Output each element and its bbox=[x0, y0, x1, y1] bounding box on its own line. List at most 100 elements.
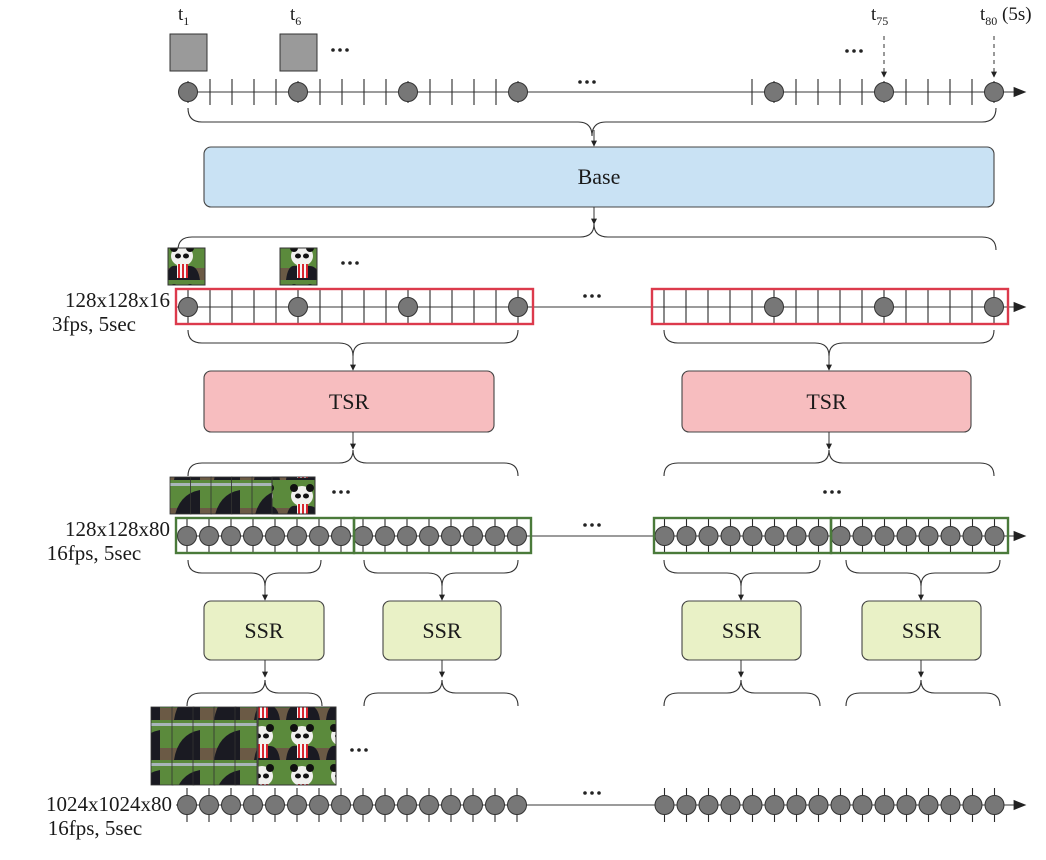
ellipsis-dot bbox=[331, 48, 335, 52]
frame-dot bbox=[742, 795, 763, 815]
frame-dot bbox=[852, 795, 873, 815]
frame-dot bbox=[507, 795, 527, 815]
ssr-window-2 bbox=[352, 516, 533, 555]
brace-to-tsr-right bbox=[663, 329, 995, 357]
tsr-module-left: TSR bbox=[204, 371, 494, 432]
time-label-text: t bbox=[871, 4, 877, 25]
frame-dot bbox=[177, 526, 197, 546]
brace-to-ssr-2 bbox=[363, 559, 519, 587]
frame-dot bbox=[830, 795, 851, 815]
time-label-sub: 80 bbox=[985, 13, 998, 28]
ellipsis-dot bbox=[585, 80, 589, 84]
time-label-t1: t1 bbox=[178, 4, 189, 29]
keyframe-dot bbox=[508, 82, 528, 102]
frame-dot bbox=[309, 795, 329, 815]
base-box bbox=[203, 146, 995, 208]
tsr-box-left bbox=[203, 370, 495, 433]
ellipsis-dot bbox=[597, 523, 601, 527]
brace-ssr-1-out bbox=[186, 679, 323, 707]
frame-dot bbox=[808, 526, 829, 546]
keyframe-dot bbox=[178, 297, 198, 317]
frame-dot bbox=[786, 526, 807, 546]
ssr-module-3: SSR bbox=[682, 601, 801, 660]
panda-thumbnail bbox=[279, 247, 318, 286]
ellipsis-dot bbox=[597, 791, 601, 795]
keyframe-dot bbox=[398, 82, 418, 102]
frame-dot bbox=[698, 795, 719, 815]
tsr-module-right: TSR bbox=[682, 371, 971, 432]
frame-dot bbox=[265, 526, 285, 546]
stage-resolution: 128x128x16 bbox=[65, 288, 170, 312]
frame-dot bbox=[918, 795, 939, 815]
frame-dot bbox=[654, 526, 675, 546]
ssr-window-4 bbox=[829, 516, 1010, 555]
ellipsis-dot bbox=[338, 48, 342, 52]
brace-top-to-base bbox=[187, 107, 997, 137]
frame-dot bbox=[485, 795, 505, 815]
stage-label-1024: 1024x1024x80 16fps, 5sec bbox=[0, 792, 172, 840]
ellipsis-dot bbox=[583, 294, 587, 298]
stage-resolution: 1024x1024x80 bbox=[46, 792, 172, 816]
keyframe-dot bbox=[984, 297, 1004, 317]
stage-resolution: 128x128x80 bbox=[65, 517, 170, 541]
frame-dot bbox=[243, 795, 263, 815]
time-label-t80: t80 (5s) bbox=[980, 4, 1032, 29]
keyframe-dot bbox=[874, 82, 894, 102]
frame-dot bbox=[984, 795, 1005, 815]
time-label-sub: 6 bbox=[295, 13, 302, 28]
keyframe-dot bbox=[398, 297, 418, 317]
keyframe-dot bbox=[178, 82, 198, 102]
ellipsis-dot bbox=[845, 49, 849, 53]
tsr-module-label: TSR bbox=[328, 388, 370, 414]
frame-dot bbox=[764, 526, 785, 546]
ellipsis-dot bbox=[341, 261, 345, 265]
frame-dot bbox=[507, 526, 527, 546]
brace-to-tsr-left bbox=[187, 329, 519, 357]
keyframe-dot bbox=[288, 297, 308, 317]
frame-dot bbox=[309, 526, 329, 546]
frame-dot bbox=[830, 526, 851, 546]
base-module: Base bbox=[204, 147, 994, 207]
frame-dot bbox=[874, 795, 895, 815]
ellipsis-dot bbox=[583, 791, 587, 795]
stage-rate: 3fps, 5sec bbox=[52, 312, 136, 336]
time-label-text: t bbox=[980, 4, 986, 25]
panda-frame-slice bbox=[213, 706, 237, 786]
frame-dot bbox=[874, 526, 895, 546]
ellipsis-dot bbox=[578, 80, 582, 84]
ellipsis-dot bbox=[357, 748, 361, 752]
brace-ssr-2-out bbox=[363, 679, 519, 707]
brace-to-ssr-3 bbox=[663, 559, 821, 587]
frame-dot bbox=[397, 526, 417, 546]
frame-dot bbox=[287, 526, 307, 546]
panda-thumbnail bbox=[167, 247, 206, 286]
frame-dot bbox=[962, 526, 983, 546]
frame-dot bbox=[896, 795, 917, 815]
frame-placeholder-t1 bbox=[169, 33, 208, 72]
tsr-module-label: TSR bbox=[806, 388, 847, 414]
ellipsis-dot bbox=[355, 261, 359, 265]
frame-dot bbox=[199, 526, 219, 546]
frame-dot bbox=[485, 526, 505, 546]
panda-frame-slice bbox=[150, 706, 174, 786]
ellipsis-dot bbox=[346, 490, 350, 494]
ellipsis-dot bbox=[350, 748, 354, 752]
ellipsis-dot bbox=[590, 791, 594, 795]
panda-frame-slice bbox=[234, 706, 258, 786]
keyframe-dot bbox=[508, 297, 528, 317]
panda-frame-slice bbox=[192, 706, 216, 786]
frame-dot bbox=[463, 526, 483, 546]
ellipsis-dot bbox=[823, 490, 827, 494]
ssr-module-4: SSR bbox=[862, 601, 981, 660]
frame-dot bbox=[441, 795, 461, 815]
frame-dot bbox=[199, 795, 219, 815]
panda-thumbnail bbox=[271, 476, 316, 515]
frame-dot bbox=[331, 526, 351, 546]
ellipsis-dot bbox=[852, 49, 856, 53]
frame-dot bbox=[676, 795, 697, 815]
frame-dot bbox=[287, 795, 307, 815]
brace-tsr-right-out bbox=[663, 449, 995, 477]
brace-base-out bbox=[177, 223, 997, 251]
frame-dot bbox=[918, 526, 939, 546]
